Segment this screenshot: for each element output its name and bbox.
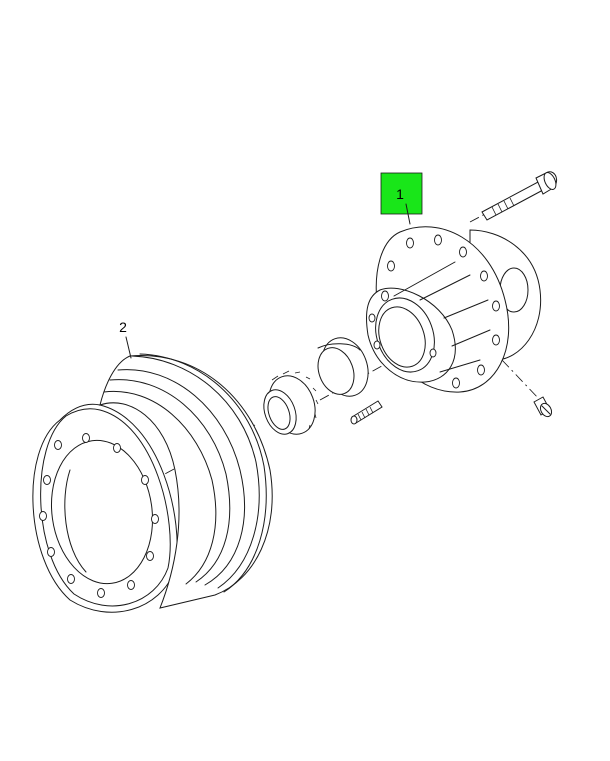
callout-2-number: 2: [119, 319, 127, 335]
callout-2[interactable]: 2: [119, 319, 132, 359]
drum-bolt-holes: [39, 433, 159, 598]
callout-1[interactable]: 1: [380, 172, 423, 225]
hub-bolt[interactable]: [481, 171, 558, 221]
wheel-stud[interactable]: [350, 400, 383, 425]
callout-1-highlight: [380, 172, 423, 215]
callout-1-leader: [405, 203, 411, 225]
wheel-hub[interactable]: [366, 226, 542, 393]
callout-1-number: 1: [396, 186, 404, 202]
bearing-cup[interactable]: [312, 331, 376, 402]
hub-plug[interactable]: [533, 396, 554, 419]
bearing-cone[interactable]: [258, 369, 323, 440]
hub-bolt-holes: [368, 234, 500, 389]
brake-drum[interactable]: [32, 353, 273, 613]
callout-2-leader: [125, 336, 132, 359]
